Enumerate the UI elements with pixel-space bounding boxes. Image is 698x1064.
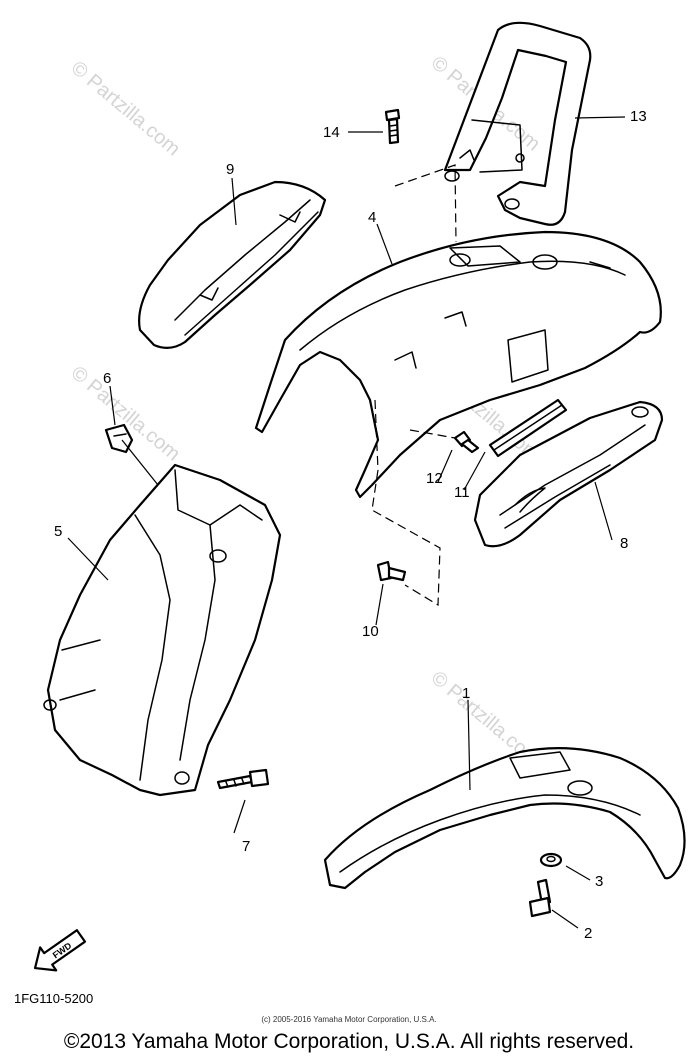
callout-2: 2 — [584, 925, 592, 942]
assembly-line — [371, 399, 441, 607]
part-10-bolt — [376, 560, 407, 582]
watermark: © Partzilla.com — [67, 57, 184, 160]
callout-6: 6 — [103, 370, 111, 387]
callout-4: 4 — [368, 209, 376, 226]
part-1-front-fender — [323, 747, 686, 890]
part-11-bracket — [488, 398, 568, 458]
assembly-line — [409, 429, 456, 439]
part-3-nut — [539, 852, 563, 868]
small-copyright: (c) 2005-2016 Yamaha Motor Corporation, … — [261, 1015, 436, 1024]
part-8-side-cover — [473, 400, 664, 548]
diagram-code: 1FG110-5200 — [14, 991, 93, 1006]
footer-copyright: ©2013 Yamaha Motor Corporation, U.S.A. A… — [63, 1030, 635, 1053]
part-2-bolt — [528, 878, 552, 918]
callout-10: 10 — [362, 623, 379, 640]
callout-5: 5 — [54, 523, 62, 540]
assembly-line — [394, 164, 457, 243]
part-7-screw — [216, 768, 270, 790]
callout-7: 7 — [242, 838, 250, 855]
part-13-grab-bar — [443, 21, 592, 226]
callout-9: 9 — [226, 161, 234, 178]
callout-1: 1 — [462, 685, 470, 702]
part-5-inner-fender — [43, 463, 282, 797]
callout-leaders — [67, 116, 626, 929]
callout-14: 14 — [323, 124, 340, 141]
part-12-bolt — [453, 430, 480, 454]
fwd-arrow-icon: FWD — [33, 929, 87, 972]
callout-8: 8 — [620, 535, 628, 552]
callout-3: 3 — [595, 873, 603, 890]
part-4-rear-fender — [254, 230, 662, 499]
callout-13: 13 — [630, 108, 647, 125]
callout-11: 11 — [454, 484, 470, 501]
callout-12: 12 — [426, 470, 443, 487]
part-9-side-cover — [138, 180, 327, 349]
part-14-bolt — [384, 108, 401, 145]
